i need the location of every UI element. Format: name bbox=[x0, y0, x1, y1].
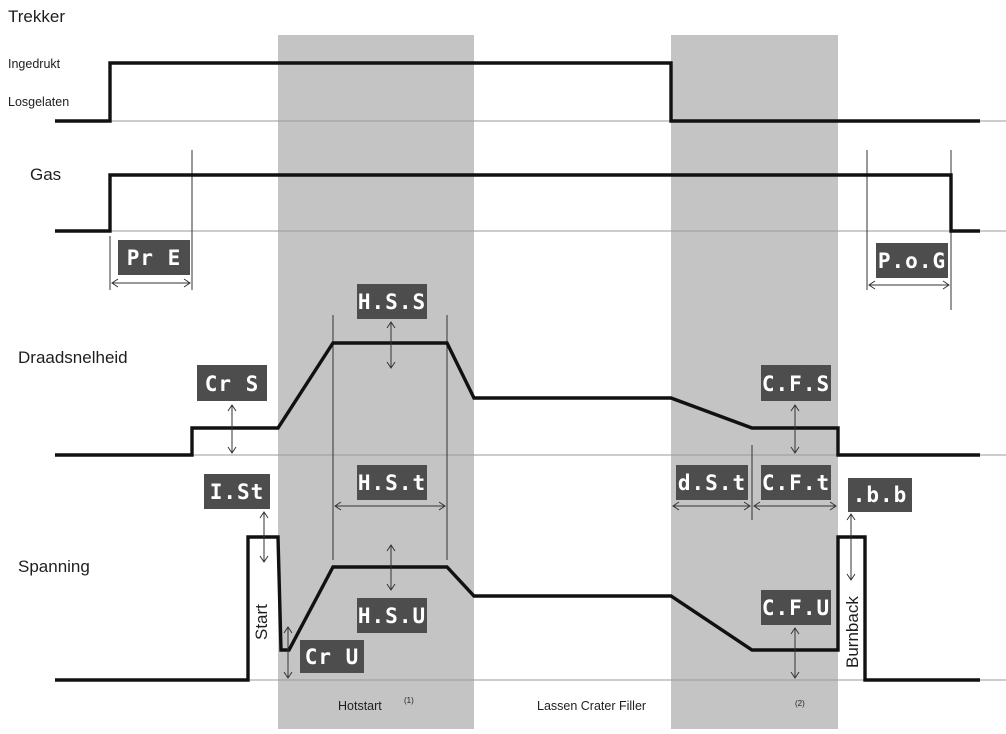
ignition-voltage-display: I.St bbox=[204, 474, 270, 509]
crater-voltage-display: C.F.U bbox=[761, 590, 831, 625]
burnback-level-arrow bbox=[846, 513, 856, 581]
post-gas-time-arrow bbox=[868, 280, 950, 290]
hotstart-time-arrow bbox=[334, 501, 446, 511]
svg-text:C.F.S: C.F.S bbox=[762, 372, 830, 396]
trigger-signal-trace bbox=[55, 61, 980, 123]
crater-speed-display: C.F.S bbox=[761, 365, 831, 401]
svg-text:I.St: I.St bbox=[210, 480, 265, 504]
svg-text:Pr E: Pr E bbox=[127, 246, 182, 270]
hotstart-speed-display: H.S.S bbox=[357, 284, 427, 319]
pre-gas-display: Pr E bbox=[118, 240, 190, 275]
crater-voltage-level-arrow bbox=[790, 627, 800, 679]
hotstart-voltage-display: H.S.U bbox=[357, 598, 427, 633]
hotstart-voltage-level-arrow bbox=[386, 544, 396, 591]
pressed-label: Ingedrukt bbox=[8, 57, 61, 71]
svg-text:.b.b: .b.b bbox=[853, 483, 908, 507]
svg-text:H.S.U: H.S.U bbox=[358, 604, 426, 628]
voltage-label: Spanning bbox=[18, 557, 90, 576]
svg-text:d.S.t: d.S.t bbox=[678, 471, 746, 495]
svg-text:H.S.t: H.S.t bbox=[358, 471, 426, 495]
svg-text:H.S.S: H.S.S bbox=[358, 290, 426, 314]
hotstart-footnote-marker: (1) bbox=[404, 696, 414, 705]
hotstart-time-display: H.S.t bbox=[357, 465, 427, 500]
released-label: Losgelaten bbox=[8, 95, 69, 109]
svg-text:C.F.U: C.F.U bbox=[762, 596, 830, 620]
svg-text:Cr S: Cr S bbox=[205, 372, 260, 396]
post-gas-display: P.o.G bbox=[876, 243, 948, 278]
voltage-signal-trace bbox=[55, 535, 980, 682]
downslope-time-arrow bbox=[672, 501, 751, 511]
wire-speed-label: Draadsnelheid bbox=[18, 348, 128, 367]
burnback-label: Burnback bbox=[843, 596, 862, 668]
svg-text:P.o.G: P.o.G bbox=[878, 249, 946, 273]
crater-speed-level-arrow bbox=[790, 404, 800, 454]
creep-voltage-level-arrow bbox=[283, 626, 293, 679]
creep-speed-display: Cr S bbox=[197, 365, 267, 401]
svg-text:Cr U: Cr U bbox=[305, 645, 360, 669]
gas-label: Gas bbox=[30, 165, 61, 184]
creep-speed-level-arrow bbox=[227, 404, 237, 454]
pre-gas-time-arrow bbox=[111, 278, 191, 288]
hotstart-phase-label: Hotstart bbox=[338, 699, 382, 713]
crater-footnote-marker: (2) bbox=[795, 699, 805, 708]
downslope-time-display: d.S.t bbox=[676, 465, 748, 500]
hotstart-speed-level-arrow bbox=[386, 321, 396, 369]
svg-text:C.F.t: C.F.t bbox=[762, 471, 830, 495]
burnback-display: .b.b bbox=[848, 478, 912, 512]
crater-fill-time-display: C.F.t bbox=[761, 465, 831, 500]
start-label: Start bbox=[252, 604, 271, 640]
crater-fill-time-arrow bbox=[753, 501, 837, 511]
wire-speed-signal-trace bbox=[55, 341, 980, 457]
welding-crater-filler-label: Lassen Crater Filler bbox=[537, 699, 646, 713]
gas-signal-trace bbox=[55, 173, 980, 233]
ignition-voltage-level-arrow bbox=[259, 511, 269, 563]
creep-voltage-display: Cr U bbox=[300, 640, 364, 673]
trigger-label: Trekker bbox=[8, 7, 65, 26]
